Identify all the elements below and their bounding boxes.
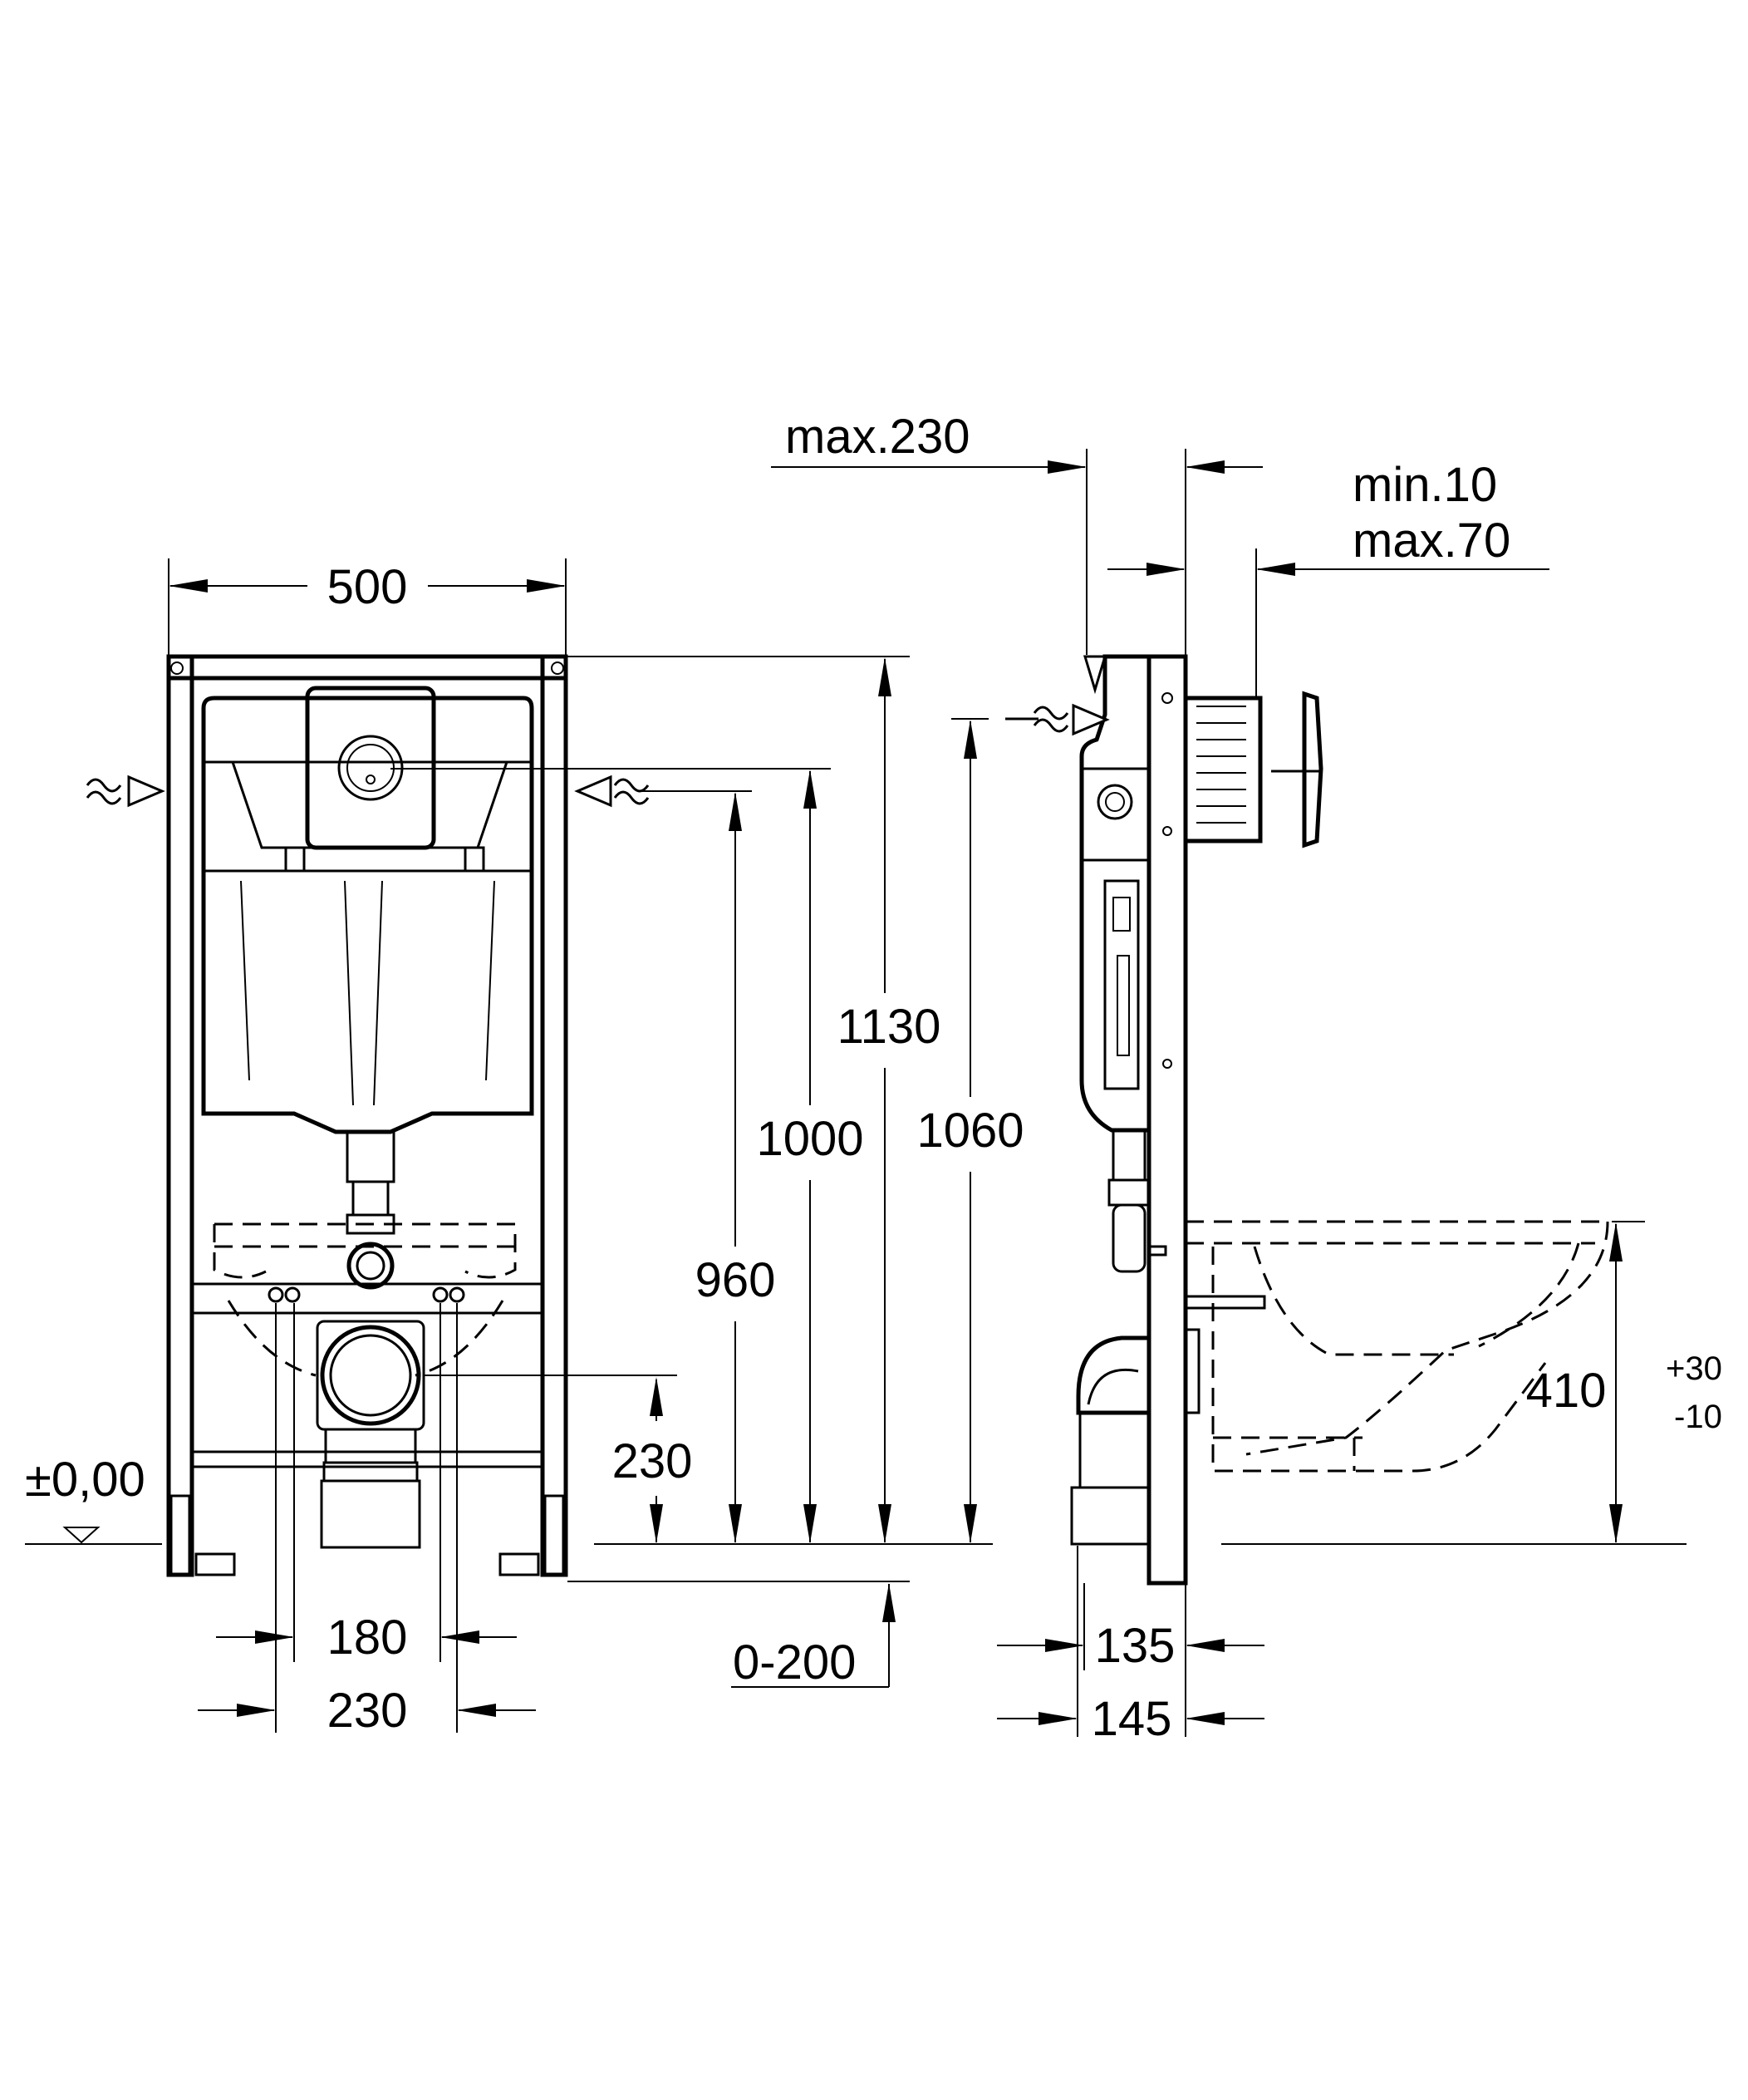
flush-pipe (346, 1130, 395, 1183)
side-frame-post (1147, 654, 1188, 1586)
flush-connector (1184, 1295, 1266, 1310)
floor-level-triangle-icon (62, 1527, 101, 1544)
dim-plate-offset: max.230 (771, 410, 1263, 655)
side-water-inlet-icon (1005, 703, 1110, 736)
plate-offset-label: max.230 (785, 410, 970, 464)
seat-tolerance-minus-label: -10 (1674, 1399, 1722, 1435)
water-inlet-right-icon (574, 775, 650, 808)
frame (166, 654, 568, 1577)
frame-left-post (166, 654, 194, 1577)
actuator-plate (1302, 691, 1323, 848)
seat-height-label: 410 (1526, 1364, 1607, 1418)
right-foot (498, 1552, 540, 1576)
drain-outlet-icon (320, 1325, 421, 1426)
frame-right-post (540, 654, 568, 1577)
dim-wall-thickness: min.10 max.70 (1107, 458, 1549, 696)
supply-height-label: 960 (695, 1253, 776, 1307)
mounting-bolt-icon (449, 1286, 465, 1303)
bolt-spacing-inner-label: 180 (327, 1611, 408, 1665)
flush-outlet-icon (346, 1242, 395, 1290)
depth-inner-label: 135 (1095, 1619, 1176, 1673)
wall-thickness-max-label: max.70 (1353, 514, 1510, 568)
dim-outlet-height: 230 (424, 1375, 692, 1543)
front-view: 500 ±0,00 230 180 (25, 558, 1024, 1738)
seat-tolerance-plus-label: +30 (1666, 1350, 1722, 1387)
dim-leg-adjust: 0-200 (567, 1581, 910, 1689)
dim-bolt-outer: 230 (198, 1303, 536, 1738)
mounting-bolt-icon (268, 1286, 284, 1303)
dim-bolt-inner: 180 (216, 1303, 517, 1665)
bolt-spacing-outer-label: 230 (327, 1684, 408, 1738)
dim-width: 500 (168, 558, 567, 655)
water-inlet-left-icon (86, 775, 165, 808)
wall-section (1183, 691, 1323, 848)
wall-board (1183, 696, 1263, 843)
mounting-bolt-icon (284, 1286, 301, 1303)
side-supply-height-label: 1060 (916, 1104, 1024, 1158)
floor-level: ±0,00 (25, 1453, 993, 1545)
side-view: max.230 min.10 max.70 135 145 (771, 410, 1722, 1746)
side-drain-bend (1076, 1335, 1149, 1415)
frame-top-rail (166, 654, 568, 681)
dim-frame-height: 1130 (567, 656, 941, 1543)
side-valve-icon (1097, 784, 1133, 820)
right-leg (543, 1494, 565, 1576)
wall-thickness-min-label: min.10 (1353, 458, 1497, 512)
drain-pipe (320, 1479, 421, 1549)
dim-depth: 135 145 (997, 1546, 1264, 1746)
mounting-bolt-icon (432, 1286, 449, 1303)
left-foot (194, 1552, 236, 1576)
dim-supply-height: 960 (640, 790, 776, 1543)
wc-pan-outline-dashed (1184, 1220, 1609, 1473)
cistern (201, 686, 534, 1377)
left-leg (169, 1494, 191, 1576)
dim-side-supply-height: 1060 (916, 718, 1024, 1543)
side-cistern-body (1079, 654, 1151, 1133)
dim-tank-height: 1000 (390, 768, 864, 1543)
side-cistern (1070, 654, 1201, 1546)
tank-height-label: 1000 (756, 1112, 863, 1166)
outlet-height-label: 230 (612, 1434, 693, 1488)
frame-height-label: 1130 (837, 1000, 941, 1054)
level-label: ±0,00 (25, 1453, 145, 1507)
width-label: 500 (327, 560, 408, 614)
dim-seat-height: 410 +30 -10 (1221, 1221, 1722, 1545)
pan-outline-dashed (213, 1222, 517, 1279)
depth-outer-label: 145 (1092, 1692, 1172, 1746)
leg-adjust-label: 0-200 (733, 1635, 856, 1689)
drain-outlet (268, 1286, 465, 1549)
